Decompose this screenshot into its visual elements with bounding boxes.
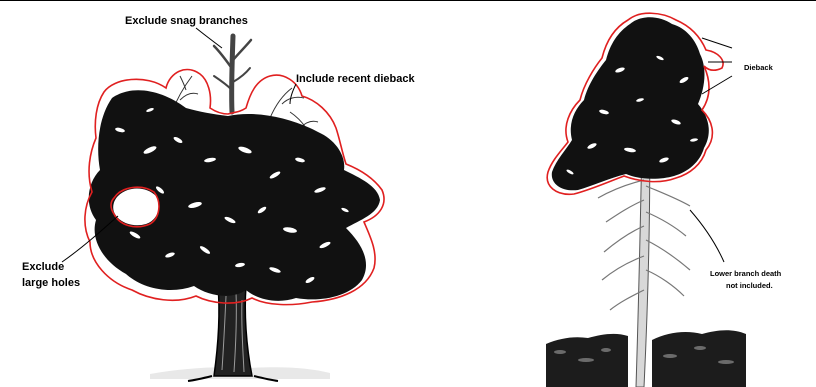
recent-dieback-leader [290,84,296,104]
recent-dieback-label: Include recent dieback [296,73,415,85]
left-tree-trunk [214,286,252,376]
lower-death-leader [690,210,724,262]
right-tree-photo: Dieback Lower branch death not included. [546,13,782,387]
lower-death-label-line2: not included. [726,281,773,290]
holes-label-line1: Exclude [22,261,64,273]
dieback-leader-3 [702,76,732,94]
snag-label: Exclude snag branches [125,15,248,27]
dieback-label: Dieback [744,63,774,72]
left-tree-illustration: Exclude snag branches Include recent die… [22,15,415,381]
dieback-leader-1 [702,38,732,48]
holes-label-line2: large holes [22,277,80,289]
lower-death-label-line1: Lower branch death [710,269,782,278]
snag-branches [214,36,251,112]
snag-leader [196,28,222,48]
right-tree-crown [552,17,709,190]
